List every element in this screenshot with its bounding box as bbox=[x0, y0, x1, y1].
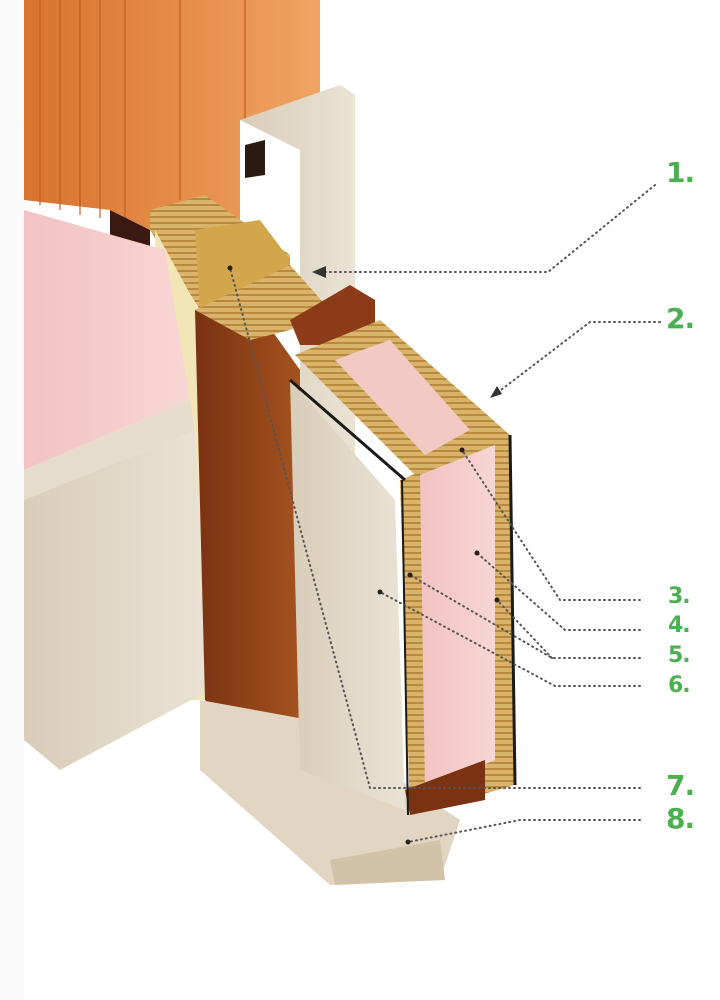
threshold-sill bbox=[200, 700, 460, 885]
frame-profile bbox=[290, 285, 375, 345]
callout-line-1 bbox=[317, 184, 656, 273]
callout-label-5: 5. bbox=[668, 643, 691, 668]
callout-label-7: 7. bbox=[666, 769, 695, 802]
door-trim bbox=[195, 300, 300, 748]
callout-line-2 bbox=[496, 321, 661, 394]
callout-label-8: 8. bbox=[666, 802, 695, 835]
callout-label-1: 1. bbox=[666, 156, 695, 189]
arrow-head-2 bbox=[490, 386, 502, 398]
callout-line-6 bbox=[379, 591, 641, 687]
callout-label-2: 2. bbox=[666, 302, 695, 335]
door-leaf-face bbox=[290, 380, 405, 810]
callout-line-8 bbox=[407, 819, 641, 843]
callout-line-7 bbox=[229, 267, 641, 789]
callout-label-4: 4. bbox=[668, 613, 691, 638]
wall-insulation bbox=[24, 210, 190, 470]
callout-line-5a bbox=[409, 574, 641, 659]
callout-label-3: 3. bbox=[668, 584, 691, 609]
callout-line-4 bbox=[476, 552, 641, 631]
callout-line-3 bbox=[461, 449, 641, 601]
left-margin bbox=[0, 0, 24, 1000]
callout-label-6: 6. bbox=[668, 673, 691, 698]
callout-line-5b bbox=[496, 599, 553, 659]
arrow-head-1 bbox=[312, 266, 326, 278]
callout-lines bbox=[229, 184, 661, 843]
